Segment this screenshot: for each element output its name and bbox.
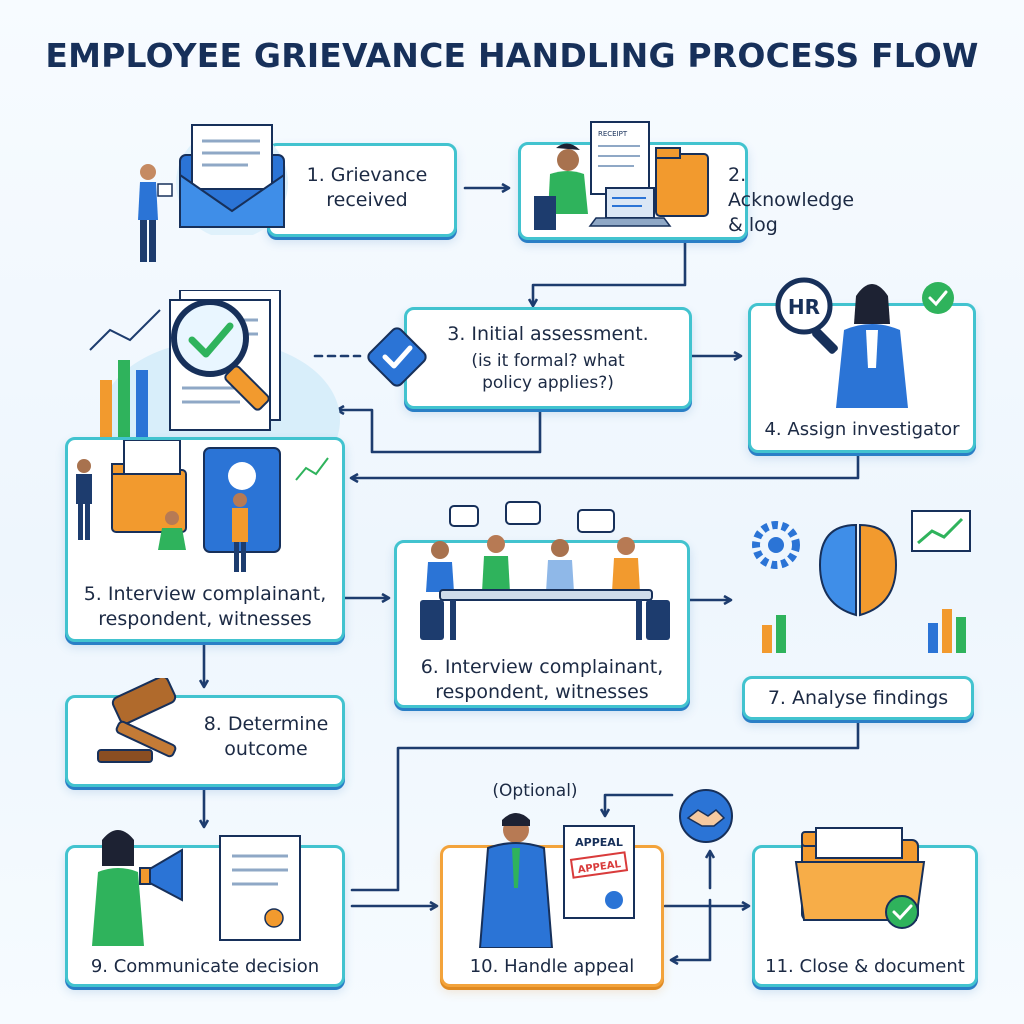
step-2-label: 2. Acknowledge & log [728, 164, 855, 237]
step-5-label: 5. Interview complainant, respondent, wi… [83, 583, 327, 631]
person-holding-letter-icon [138, 164, 173, 262]
arrow-handshake-doc [605, 793, 674, 815]
step-3-box [404, 307, 692, 409]
arrow-2-3 [533, 241, 687, 305]
gavel-icon [97, 678, 177, 763]
step-3-label: 3. Initial assessment. [447, 323, 649, 345]
envelope-icon [176, 124, 288, 235]
step-10-optional-note: (Optional) [492, 781, 578, 801]
step-1-label: 1. Grievance received [306, 164, 428, 212]
arrow-3-5 [338, 408, 542, 454]
step-3-sublabel: (is it formal? what policy applies?) [471, 351, 625, 394]
step-1-box [267, 143, 457, 237]
handshake-icon [679, 789, 733, 843]
page-title: EMPLOYEE GRIEVANCE HANDLING PROCESS FLOW [45, 36, 979, 75]
investigator-hr-icon: HR [775, 277, 954, 408]
case-files-team-icon [76, 440, 329, 572]
arrow-4-5 [352, 453, 860, 478]
appeal-doc-title: APPEAL [575, 836, 623, 849]
step-4-label: 4. Assign investigator [764, 419, 960, 440]
analysis-brain-icon [752, 510, 971, 653]
interview-meeting-icon [420, 501, 670, 640]
clerk-at-laptop-icon: RECEIPT [534, 121, 709, 230]
arrow-11-10-return [672, 898, 712, 960]
step-8-label: 8. Determine outcome [203, 713, 329, 761]
step-7-label: 7. Analyse findings [767, 687, 949, 709]
announcer-megaphone-icon [92, 830, 301, 946]
hr-badge-text: HR [788, 295, 820, 319]
step-8-box [65, 695, 345, 787]
appeal-presenter-icon: APPEAL APPEAL [478, 813, 635, 948]
closed-folder-icon [794, 827, 926, 929]
step-11-label: 11. Close & document [765, 956, 965, 977]
step-6-label: 6. Interview complainant, respondent, wi… [420, 656, 664, 704]
arrow-7-10 [350, 718, 860, 892]
step-10-label: 10. Handle appeal [469, 956, 635, 977]
checkmark-badge-icon [367, 327, 427, 387]
step-7-box [742, 676, 974, 720]
step-9-label: 9. Communicate decision [90, 956, 320, 977]
receipt-heading: RECEIPT [598, 130, 628, 138]
